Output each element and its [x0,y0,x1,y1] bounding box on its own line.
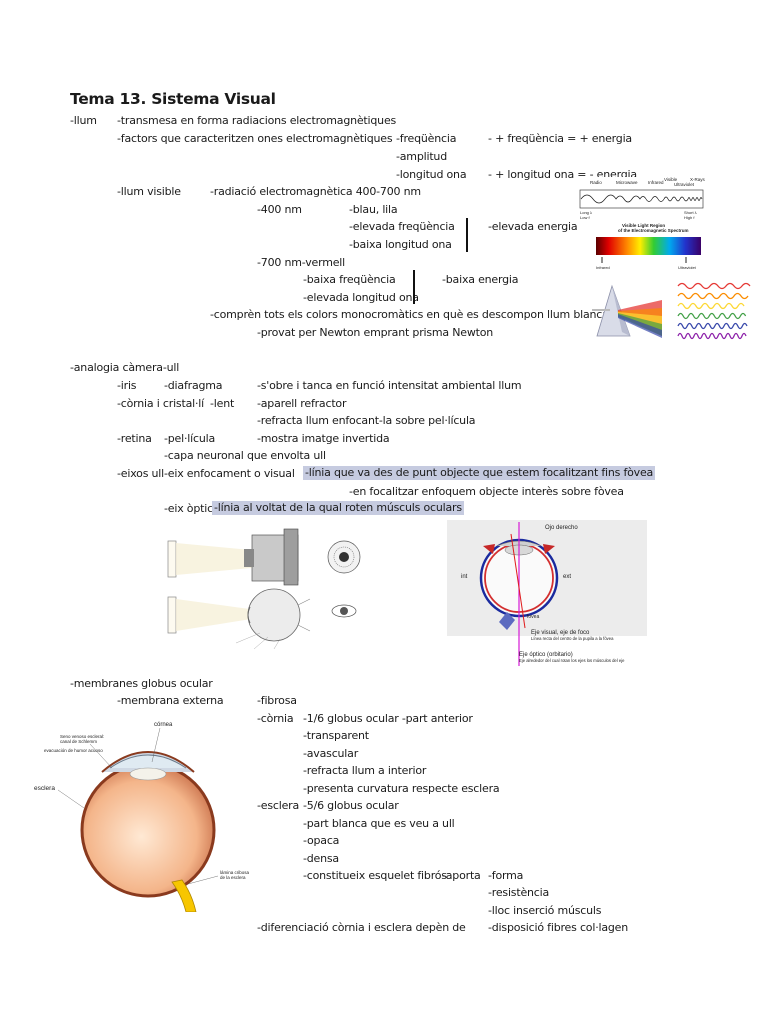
spectrum-label: Infrared [596,265,610,270]
highlighted-line: -línia al voltat de la qual roten múscul… [212,501,464,515]
note-line: -esclera [257,799,300,812]
note-line: -presenta curvatura respecte esclera [303,782,500,795]
note-line: -aparell refractor [257,397,347,410]
eyeball-cross-section-diagram: córnea Seno venoso escleral: canal de Sc… [34,722,250,912]
visual-axis-desc: Línea recta del centro de la pupila a la… [531,636,614,641]
note-line: -capa neuronal que envolta ull [164,449,326,462]
note-line: -s'obre i tanca en funció intensitat amb… [257,379,522,392]
aqueous-drainage-label: evacuación de humor acuoso [44,748,103,753]
note-line: -membrana externa [117,694,224,707]
note-line: - + freqüència = + energia [488,132,632,145]
note-line: -freqüència [396,132,457,145]
schlemm-canal-label: canal de Schlemm [60,739,97,744]
schlemm-canal-label: Seno venoso escleral: [60,734,104,739]
note-line: -densa [303,852,339,865]
note-line: -baixa freqüència [303,273,396,286]
note-line: -eix òptic [164,502,213,515]
note-line: -transmesa en forma radiacions electroma… [117,114,397,127]
prism-dispersion-diagram [592,282,751,340]
note-line: -elevada longitud ona [303,291,419,304]
note-line: -llum visible [117,185,181,198]
note-line: -part blanca que es veu a ull [303,817,455,830]
note-line: -mostra imatge invertida [257,432,390,445]
note-line: -factors que caracteritzen ones electrom… [117,132,393,145]
optic-axis-desc: Eje alrededor del cual rotan los ejes lo… [519,658,625,663]
note-line: -eixos ull [117,467,165,480]
note-line: -en focalitzar enfoquem objecte interès … [349,485,624,498]
visual-axis-label: Eje visual, eje de foco [531,630,590,636]
note-line: -còrnia i cristal·lí [117,397,204,410]
note-line: -refracta llum enfocant-la sobre pel·líc… [257,414,476,427]
eye-axes-title: Ojo derecho [545,525,578,531]
note-line: -aporta [442,869,481,882]
note-line: -longitud ona [396,168,467,181]
note-line: -pel·lícula [164,432,216,445]
eye-axes-label: fovea [527,614,539,620]
note-line: -transparent [303,729,369,742]
note-line: -elevada freqüència [349,220,455,233]
cornea-label: córnea [154,722,173,728]
note-line: -constitueix esquelet fibrós [303,869,447,882]
note-line: -analogia càmera-ull [70,361,180,374]
note-line: -forma [488,869,524,882]
electromagnetic-spectrum-diagram: Radio Microwave Infrared Visible Ultravi… [578,177,750,277]
note-line: -disposició fibres col·lagen [488,921,629,934]
lamina-cribrosa-label: de la esclera [220,875,246,880]
note-line: -diferenciació còrnia i esclera depèn de [257,921,466,934]
note-line: -400 nm [257,203,302,216]
note-line: -baixa energia [442,273,519,286]
note-line: -comprèn tots els colors monocromàtics e… [210,308,609,321]
note-line: -retina [117,432,152,445]
note-line: -baixa longitud ona [349,238,452,251]
note-line: -diafragma [164,379,223,392]
bracket-line [413,270,415,304]
note-line: -avascular [303,747,359,760]
note-line: -resistència [488,886,550,899]
note-line: -iris [117,379,137,392]
spectrum-label: Visible [664,177,678,182]
spectrum-label: Microwave [616,180,638,185]
spectrum-label: Long λ [580,210,592,215]
lamina-cribrosa-label: lámina cribosa [220,870,250,875]
camera-eye-analogy-diagram [167,528,361,650]
note-line: -1/6 globus ocular -part anterior [303,712,473,725]
note-line: -fibrosa [257,694,297,707]
bracket-line [466,218,468,252]
spectrum-caption: of the Electromagnetic Spectrum [618,228,689,233]
spectrum-label: Ultraviolet [674,182,695,187]
spectrum-label: X-Rays [690,177,706,182]
spectrum-label: Infrared [648,180,664,185]
spectrum-label: Ultraviolet [678,265,697,270]
spectrum-caption: Visible Light Region [622,223,665,228]
sclera-label: esclera [34,785,55,792]
note-line: -opaca [303,834,340,847]
spectrum-label: Low f [580,215,590,220]
eye-axes-diagram: Ojo derecho int ext fovea Eje visual, ej… [447,520,647,666]
note-line: -5/6 globus ocular [303,799,399,812]
note-line: -còrnia [257,712,294,725]
note-line: -700 nm-vermell [257,256,346,269]
spectrum-label: Short λ [684,210,697,215]
note-line: -eix enfocament o visual [164,467,295,480]
eye-axes-label: ext [563,574,571,580]
note-line: -llum [70,114,97,127]
note-line: -membranes globus ocular [70,677,213,690]
spectrum-label: Radio [590,180,602,185]
note-line: -refracta llum a interior [303,764,427,777]
page-title: Tema 13. Sistema Visual [70,90,276,108]
note-line: -lloc inserció músculs [488,904,602,917]
note-line: -amplitud [396,150,447,163]
spectrum-label: High f [684,215,695,220]
optic-axis-label: Eje óptico (orbitario) [519,652,573,658]
note-line: -elevada energia [488,220,578,233]
eye-axes-label: int [461,574,468,580]
note-line: -radiació electromagnètica 400-700 nm [210,185,421,198]
highlighted-line: -línia que va des de punt objecte que es… [303,466,656,480]
note-line: -blau, lila [349,203,398,216]
note-line: -lent [210,397,235,410]
note-line: -provat per Newton emprant prisma Newton [257,326,494,339]
